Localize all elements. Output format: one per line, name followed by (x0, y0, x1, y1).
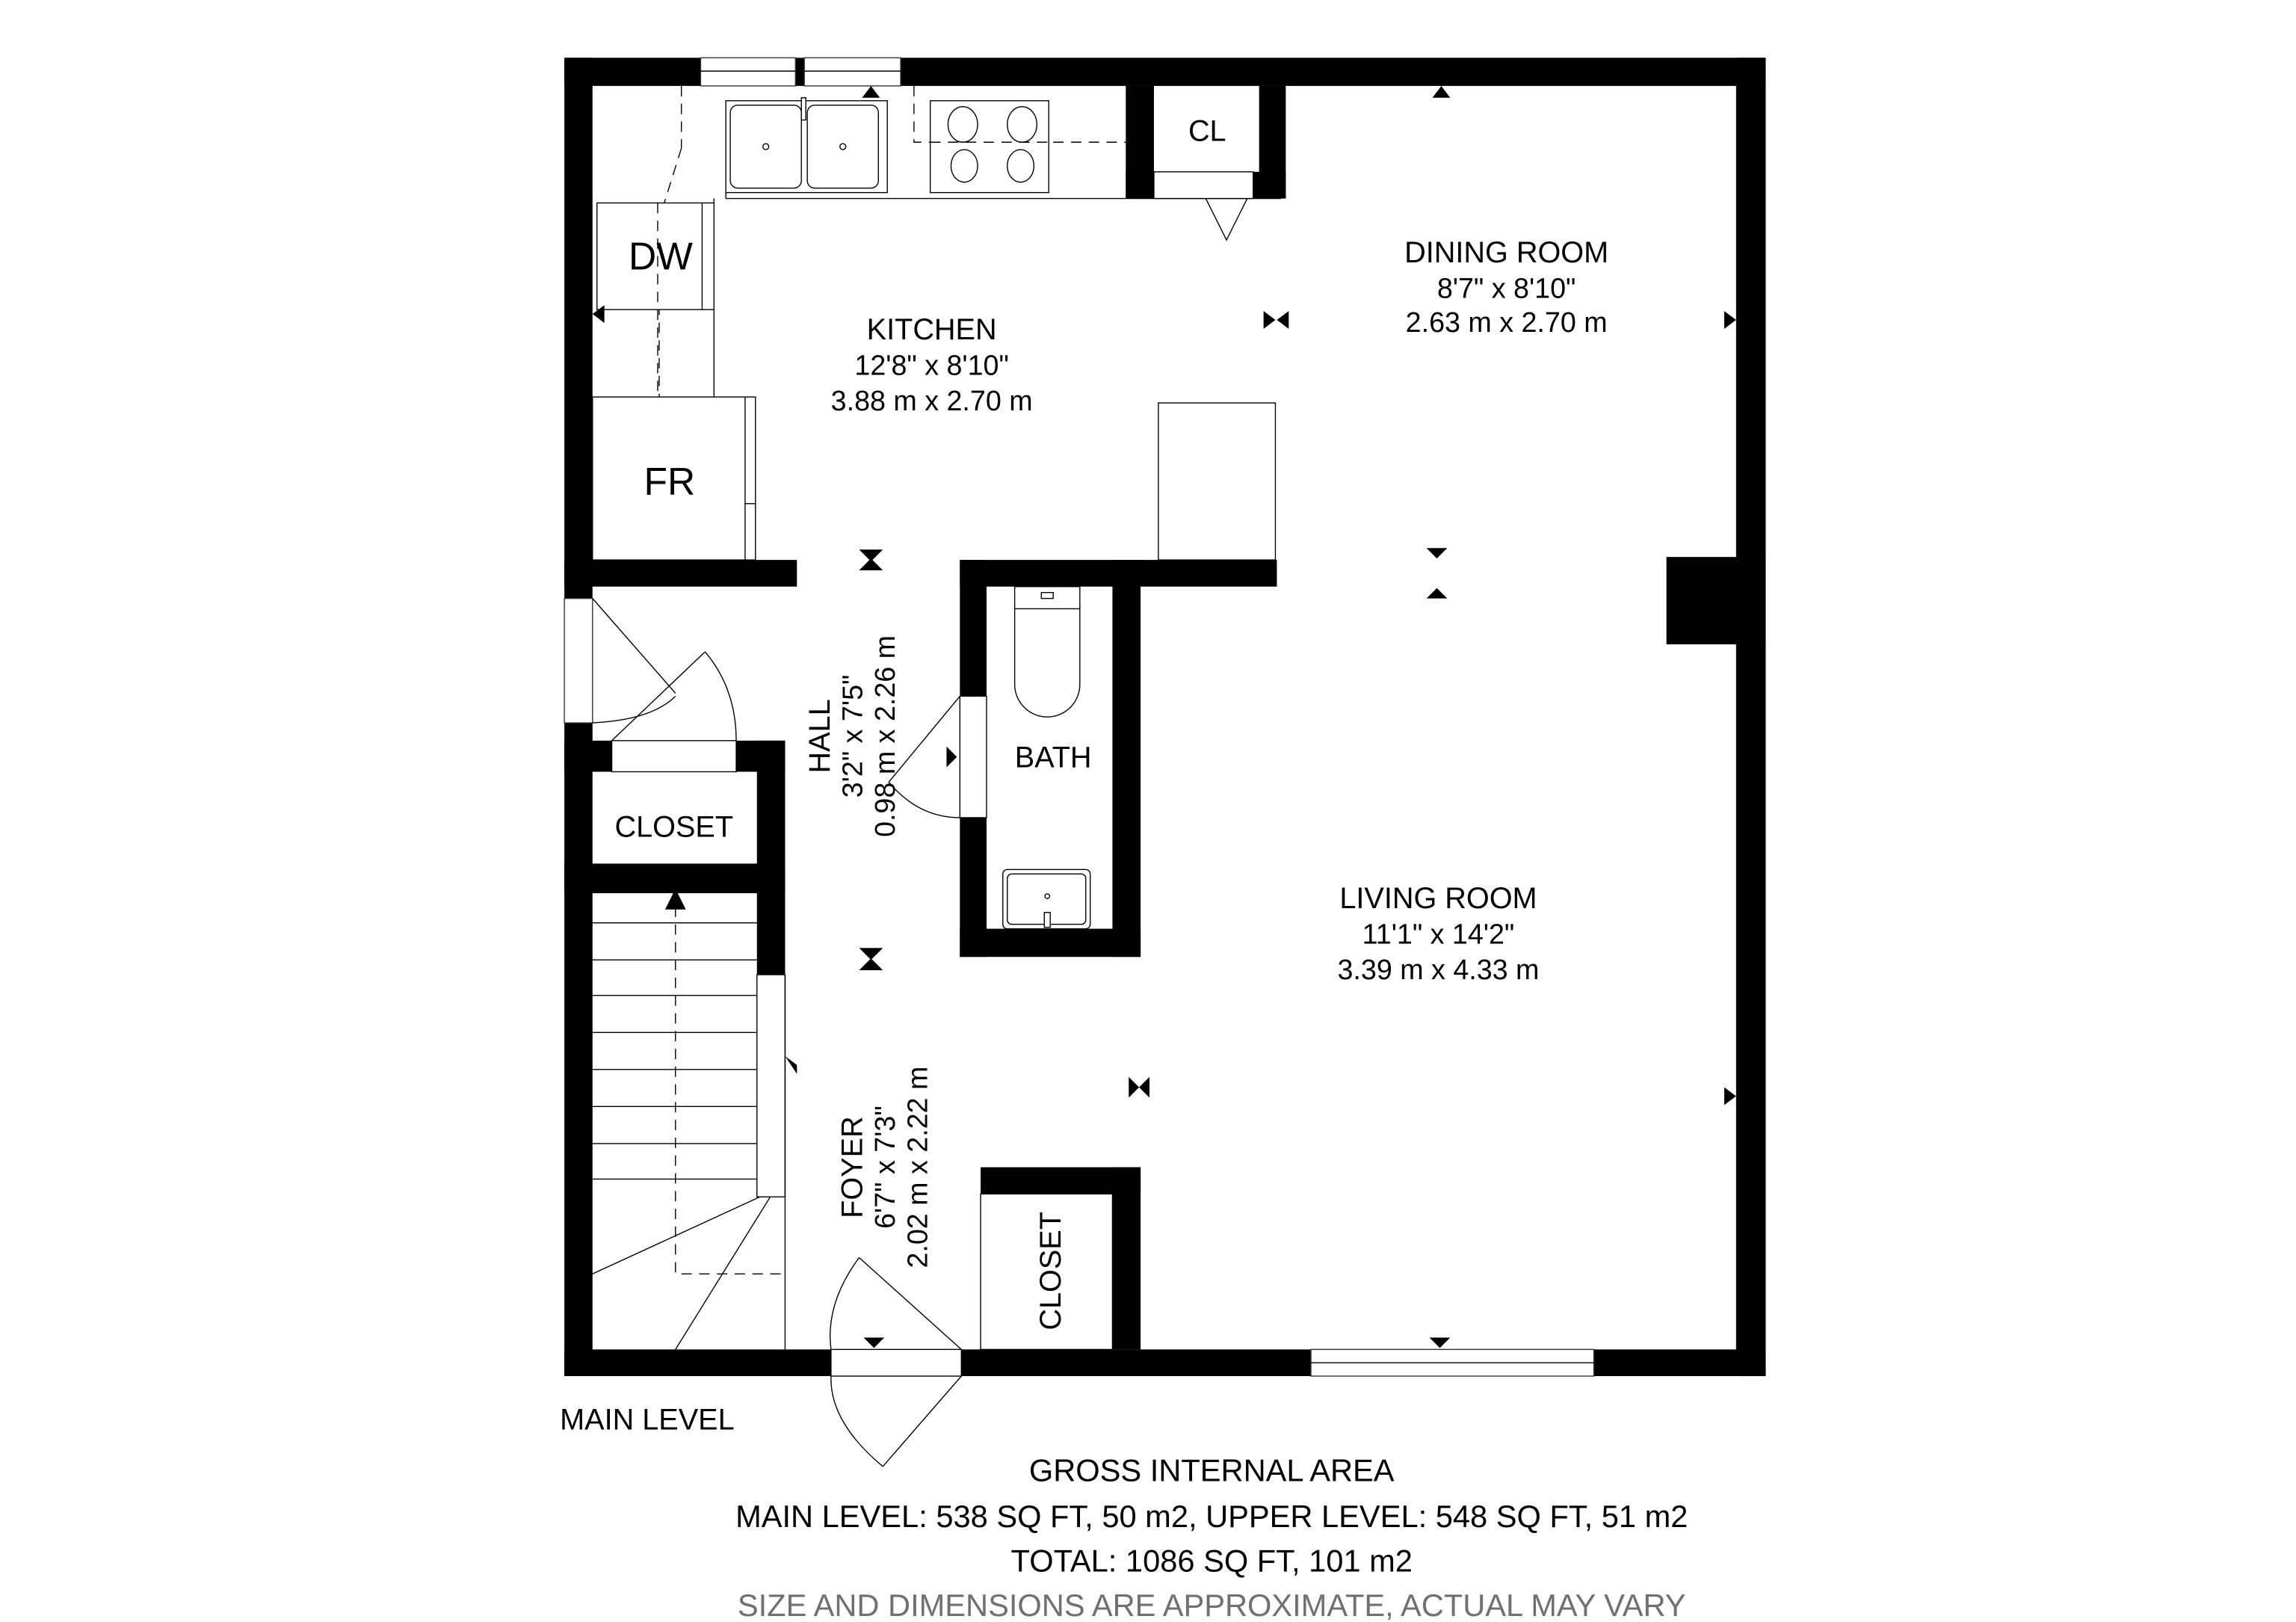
fridge-label: FR (644, 460, 695, 503)
kitchen-dim-metric: 3.88 m x 2.70 m (831, 385, 1033, 416)
summary-levels: MAIN LEVEL: 538 SQ FT, 50 m2, UPPER LEVE… (735, 1499, 1688, 1534)
dining-dim-metric: 2.63 m x 2.70 m (1406, 306, 1608, 338)
area-summary: GROSS INTERNAL AREA MAIN LEVEL: 538 SQ F… (735, 1453, 1688, 1622)
summary-total: TOTAL: 1086 SQ FT, 101 m2 (1011, 1544, 1413, 1579)
outer-walls (564, 58, 1766, 1377)
front-door[interactable] (830, 1256, 962, 1467)
windows (564, 57, 1595, 1377)
dishwasher (596, 202, 715, 401)
level-label: MAIN LEVEL (560, 1403, 734, 1436)
cl-label: CL (1188, 114, 1226, 147)
living-name: LIVING ROOM (1339, 882, 1537, 915)
double-sink (725, 97, 888, 194)
hall-name: HALL (803, 699, 836, 773)
closet-lower: CLOSET (1034, 1212, 1067, 1330)
summary-disclaimer: SIZE AND DIMENSIONS ARE APPROXIMATE, ACT… (738, 1588, 1686, 1622)
hall-dim-metric: 0.98 m x 2.26 m (869, 635, 901, 837)
kitchen-island (1158, 402, 1277, 561)
interior-walls (564, 85, 1286, 1350)
fridge (592, 396, 756, 561)
kitchen-name: KITCHEN (867, 313, 997, 346)
room-kitchen: KITCHEN 12'8" x 8'10" 3.88 m x 2.70 m (831, 313, 1033, 416)
upper-closet-door[interactable] (611, 651, 737, 773)
staircase[interactable] (592, 889, 786, 1350)
bathroom-sink (1002, 869, 1091, 930)
dining-name: DINING ROOM (1404, 236, 1608, 269)
bath-label: BATH (1015, 741, 1092, 774)
foyer-name: FOYER (836, 1116, 868, 1218)
bath-door[interactable] (888, 695, 987, 818)
closet-upper-label: CLOSET (615, 811, 734, 844)
side-entry-door[interactable] (592, 598, 676, 724)
foyer-dim-imperial: 6'7" x 7'3" (869, 1106, 901, 1229)
room-foyer: FOYER 6'7" x 7'3" 2.02 m x 2.22 m (836, 1067, 933, 1268)
wall-markers (592, 85, 1736, 1348)
closet-lower-label: CLOSET (1034, 1212, 1067, 1330)
lower-closet-door[interactable] (980, 1193, 1114, 1351)
summary-title: GROSS INTERNAL AREA (1029, 1453, 1395, 1488)
room-dining: DINING ROOM 8'7" x 8'10" 2.63 m x 2.70 m (1404, 236, 1608, 338)
room-hall: HALL 3'2" x 7'5" 0.98 m x 2.26 m (803, 635, 901, 837)
dishwasher-label: DW (629, 235, 693, 278)
dining-dim-imperial: 8'7" x 8'10" (1437, 272, 1576, 303)
cl-door[interactable] (1153, 171, 1254, 241)
kitchen-dim-imperial: 12'8" x 8'10" (854, 349, 1008, 380)
stove (929, 100, 1049, 194)
living-dim-metric: 3.39 m x 4.33 m (1338, 954, 1540, 985)
room-living: LIVING ROOM 11'1" x 14'2" 3.39 m x 4.33 … (1338, 882, 1540, 985)
toilet (1013, 586, 1081, 718)
stair-up-arrow (664, 889, 686, 910)
foyer-dim-metric: 2.02 m x 2.22 m (902, 1067, 933, 1268)
hall-dim-imperial: 3'2" x 7'5" (836, 675, 868, 798)
living-dim-imperial: 11'1" x 14'2" (1363, 918, 1515, 949)
